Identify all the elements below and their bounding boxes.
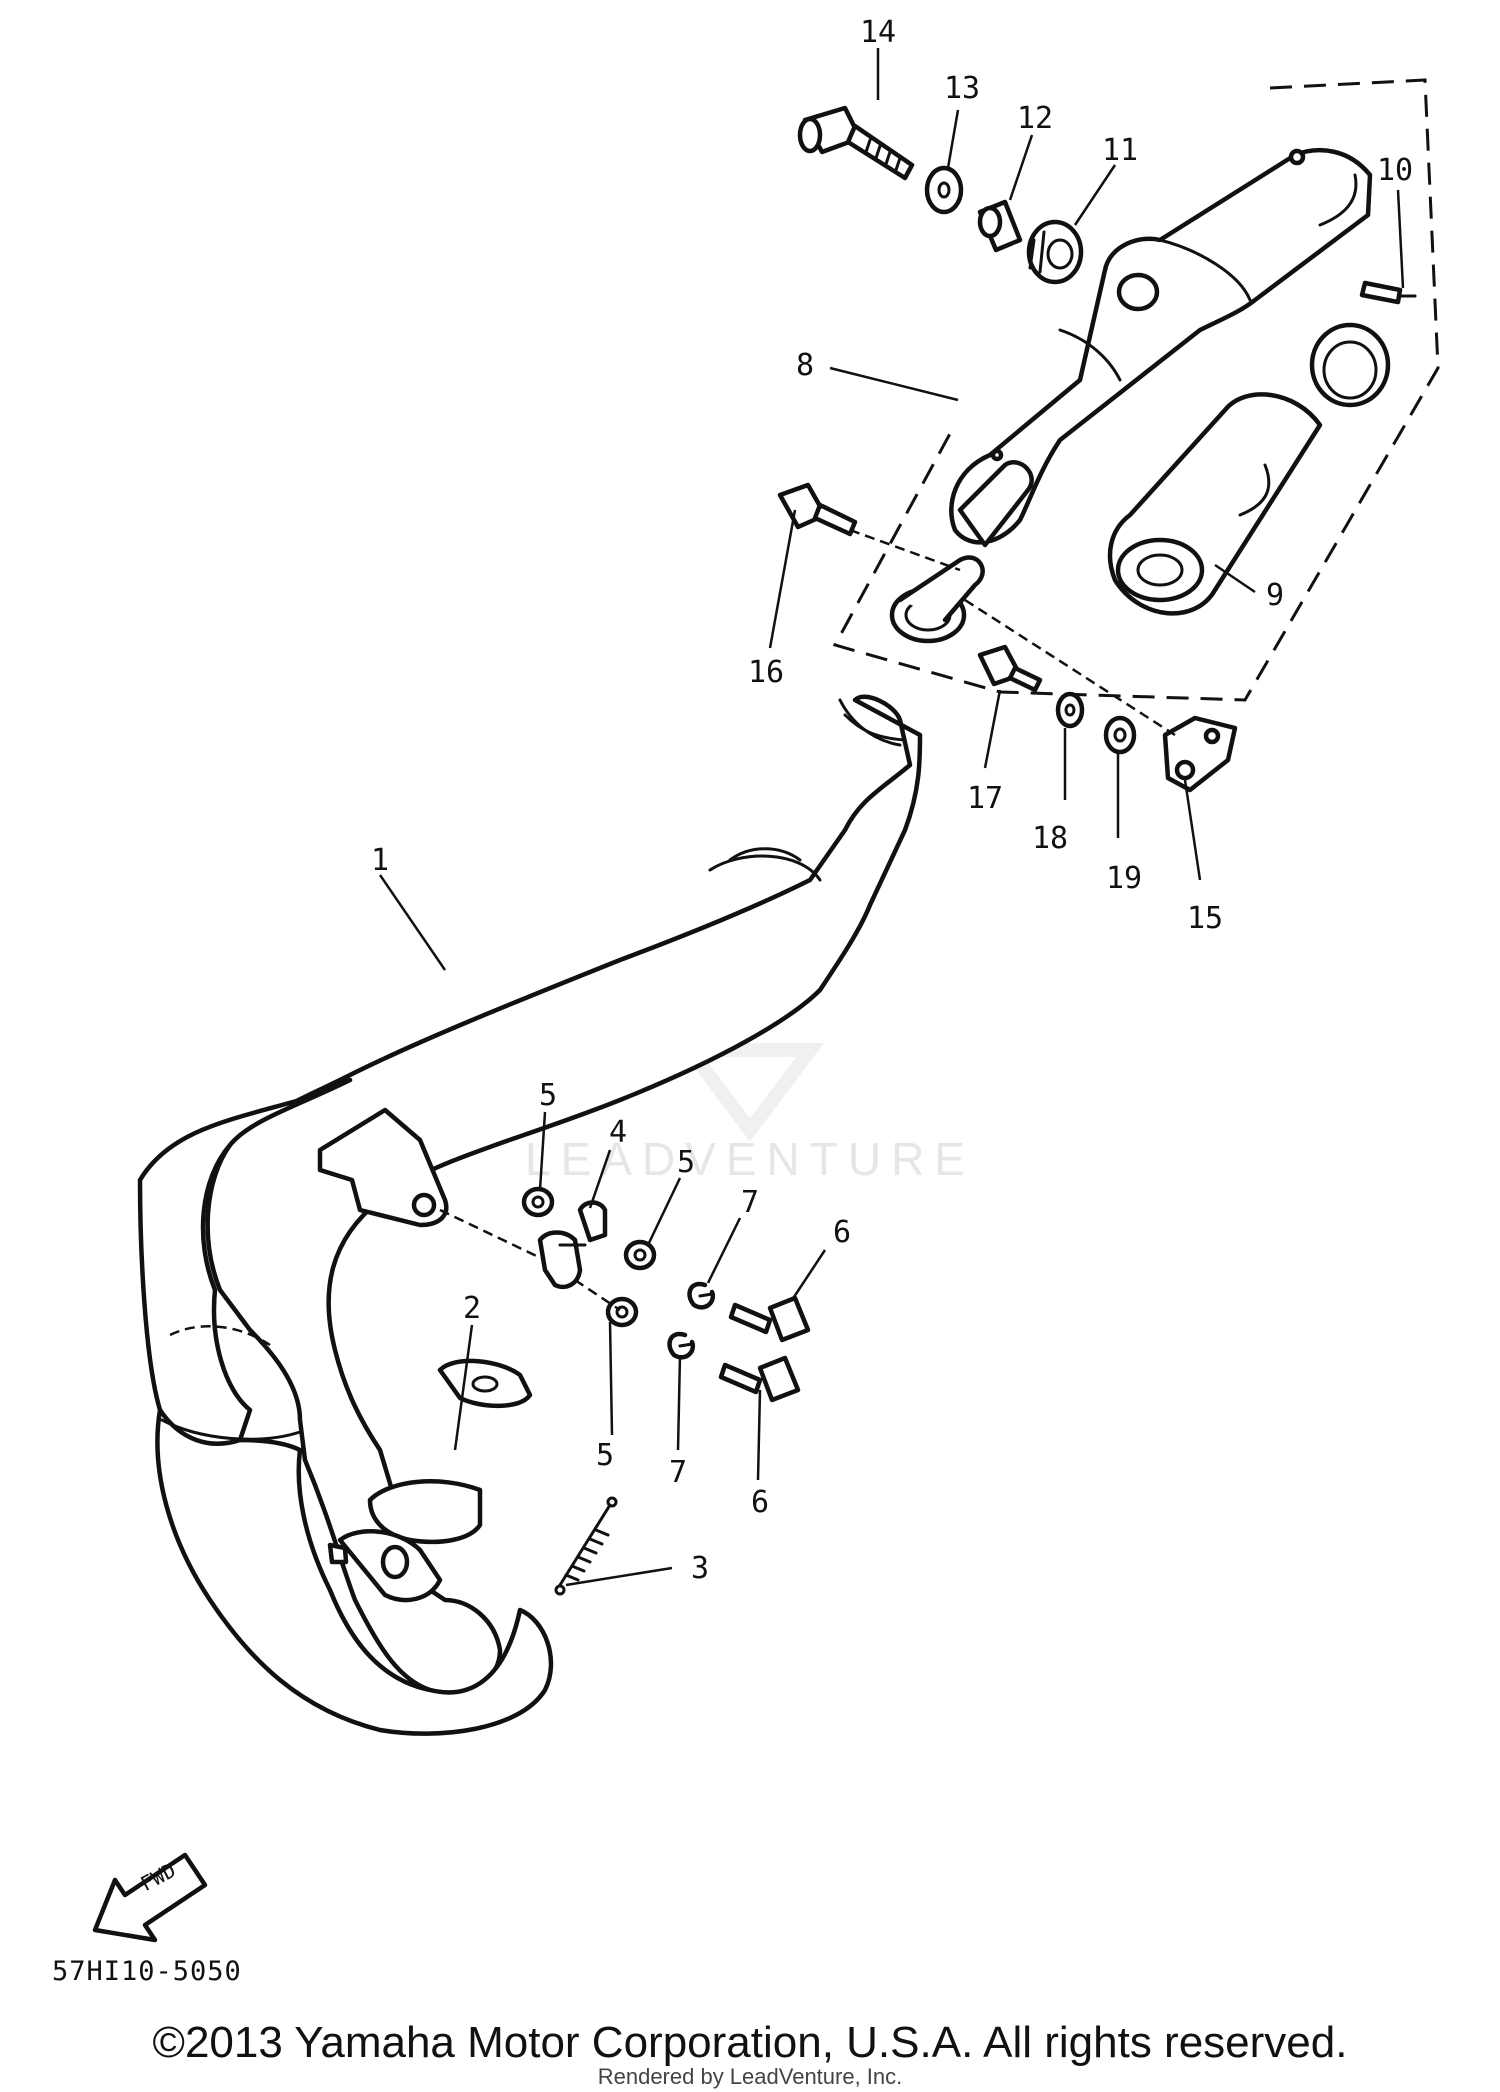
callout-6b: 6 — [751, 1485, 769, 1520]
callout-12: 12 — [1017, 101, 1053, 136]
callout-3: 3 — [691, 1551, 709, 1586]
exhaust-flange — [327, 1479, 483, 1603]
copyright-notice: ©2013 Yamaha Motor Corporation, U.S.A. A… — [152, 2018, 1348, 2067]
callout-10: 10 — [1377, 153, 1413, 188]
bracket-15 — [1162, 715, 1238, 793]
screw-10 — [1359, 280, 1417, 305]
callout-7b: 7 — [669, 1455, 687, 1490]
lock-washer-7-upper — [687, 1281, 716, 1310]
lock-washer-7-lower — [667, 1331, 696, 1360]
bolt-16 — [777, 482, 858, 537]
end-cap — [1309, 322, 1391, 408]
collar-12 — [977, 199, 1023, 253]
inner-tube — [1107, 392, 1323, 616]
muffler-body — [949, 147, 1373, 545]
bolt-14 — [797, 105, 915, 181]
callout-14: 14 — [860, 15, 896, 50]
callout-8: 8 — [796, 348, 814, 383]
callout-4: 4 — [609, 1115, 627, 1150]
assembly-line-16 — [849, 528, 961, 572]
callout-2: 2 — [463, 1291, 481, 1326]
bolt-17 — [977, 644, 1043, 693]
callout-1: 1 — [371, 843, 389, 878]
callout-13: 13 — [944, 71, 980, 106]
washer-5-lower — [605, 1296, 639, 1328]
rendered-by-note: Rendered by LeadVenture, Inc. — [597, 2064, 903, 2089]
pipe-mount-bracket — [317, 1107, 449, 1228]
callout-9: 9 — [1266, 578, 1284, 613]
washer-19 — [1103, 715, 1137, 755]
bolt-6-upper — [728, 1295, 811, 1343]
assembly-line-bracket — [439, 1208, 546, 1262]
callout-5a: 5 — [539, 1078, 557, 1113]
bolt-6-lower — [718, 1355, 801, 1403]
washer-5-right — [623, 1239, 657, 1271]
drawing-code: 57HI10-5050 — [52, 1956, 242, 1987]
callout-5c: 5 — [596, 1438, 614, 1473]
leader-lines — [378, 48, 1405, 1587]
spring-3 — [554, 1496, 618, 1596]
muffler-assembly-outline — [832, 78, 1440, 702]
washer-5-top — [521, 1186, 555, 1218]
bracket-4 — [537, 1200, 608, 1290]
callout-7a: 7 — [741, 1185, 759, 1220]
callout-15: 15 — [1187, 901, 1223, 936]
exhaust-pipe — [137, 694, 923, 1736]
callout-17: 17 — [967, 781, 1003, 816]
fwd-arrow-icon — [92, 1852, 208, 1943]
gasket-2 — [437, 1358, 533, 1409]
assembly-line-bracket-lower — [574, 1278, 621, 1312]
callout-16: 16 — [748, 655, 784, 690]
muffler-inlet — [889, 460, 1034, 644]
callout-6a: 6 — [833, 1215, 851, 1250]
washer-18 — [1055, 691, 1085, 729]
grommet-11 — [1026, 219, 1084, 285]
callout-numbers: 1 2 3 4 5 5 5 6 6 7 7 8 9 10 11 12 13 14… — [371, 15, 1413, 1586]
assembly-line-muffler-bracket — [964, 598, 1176, 737]
callout-5b: 5 — [677, 1145, 695, 1180]
callout-18: 18 — [1032, 821, 1068, 856]
callout-11: 11 — [1102, 133, 1138, 168]
callout-19: 19 — [1106, 861, 1142, 896]
watermark-text: LEADVENTURE — [525, 1133, 975, 1185]
washer-13 — [924, 165, 964, 215]
